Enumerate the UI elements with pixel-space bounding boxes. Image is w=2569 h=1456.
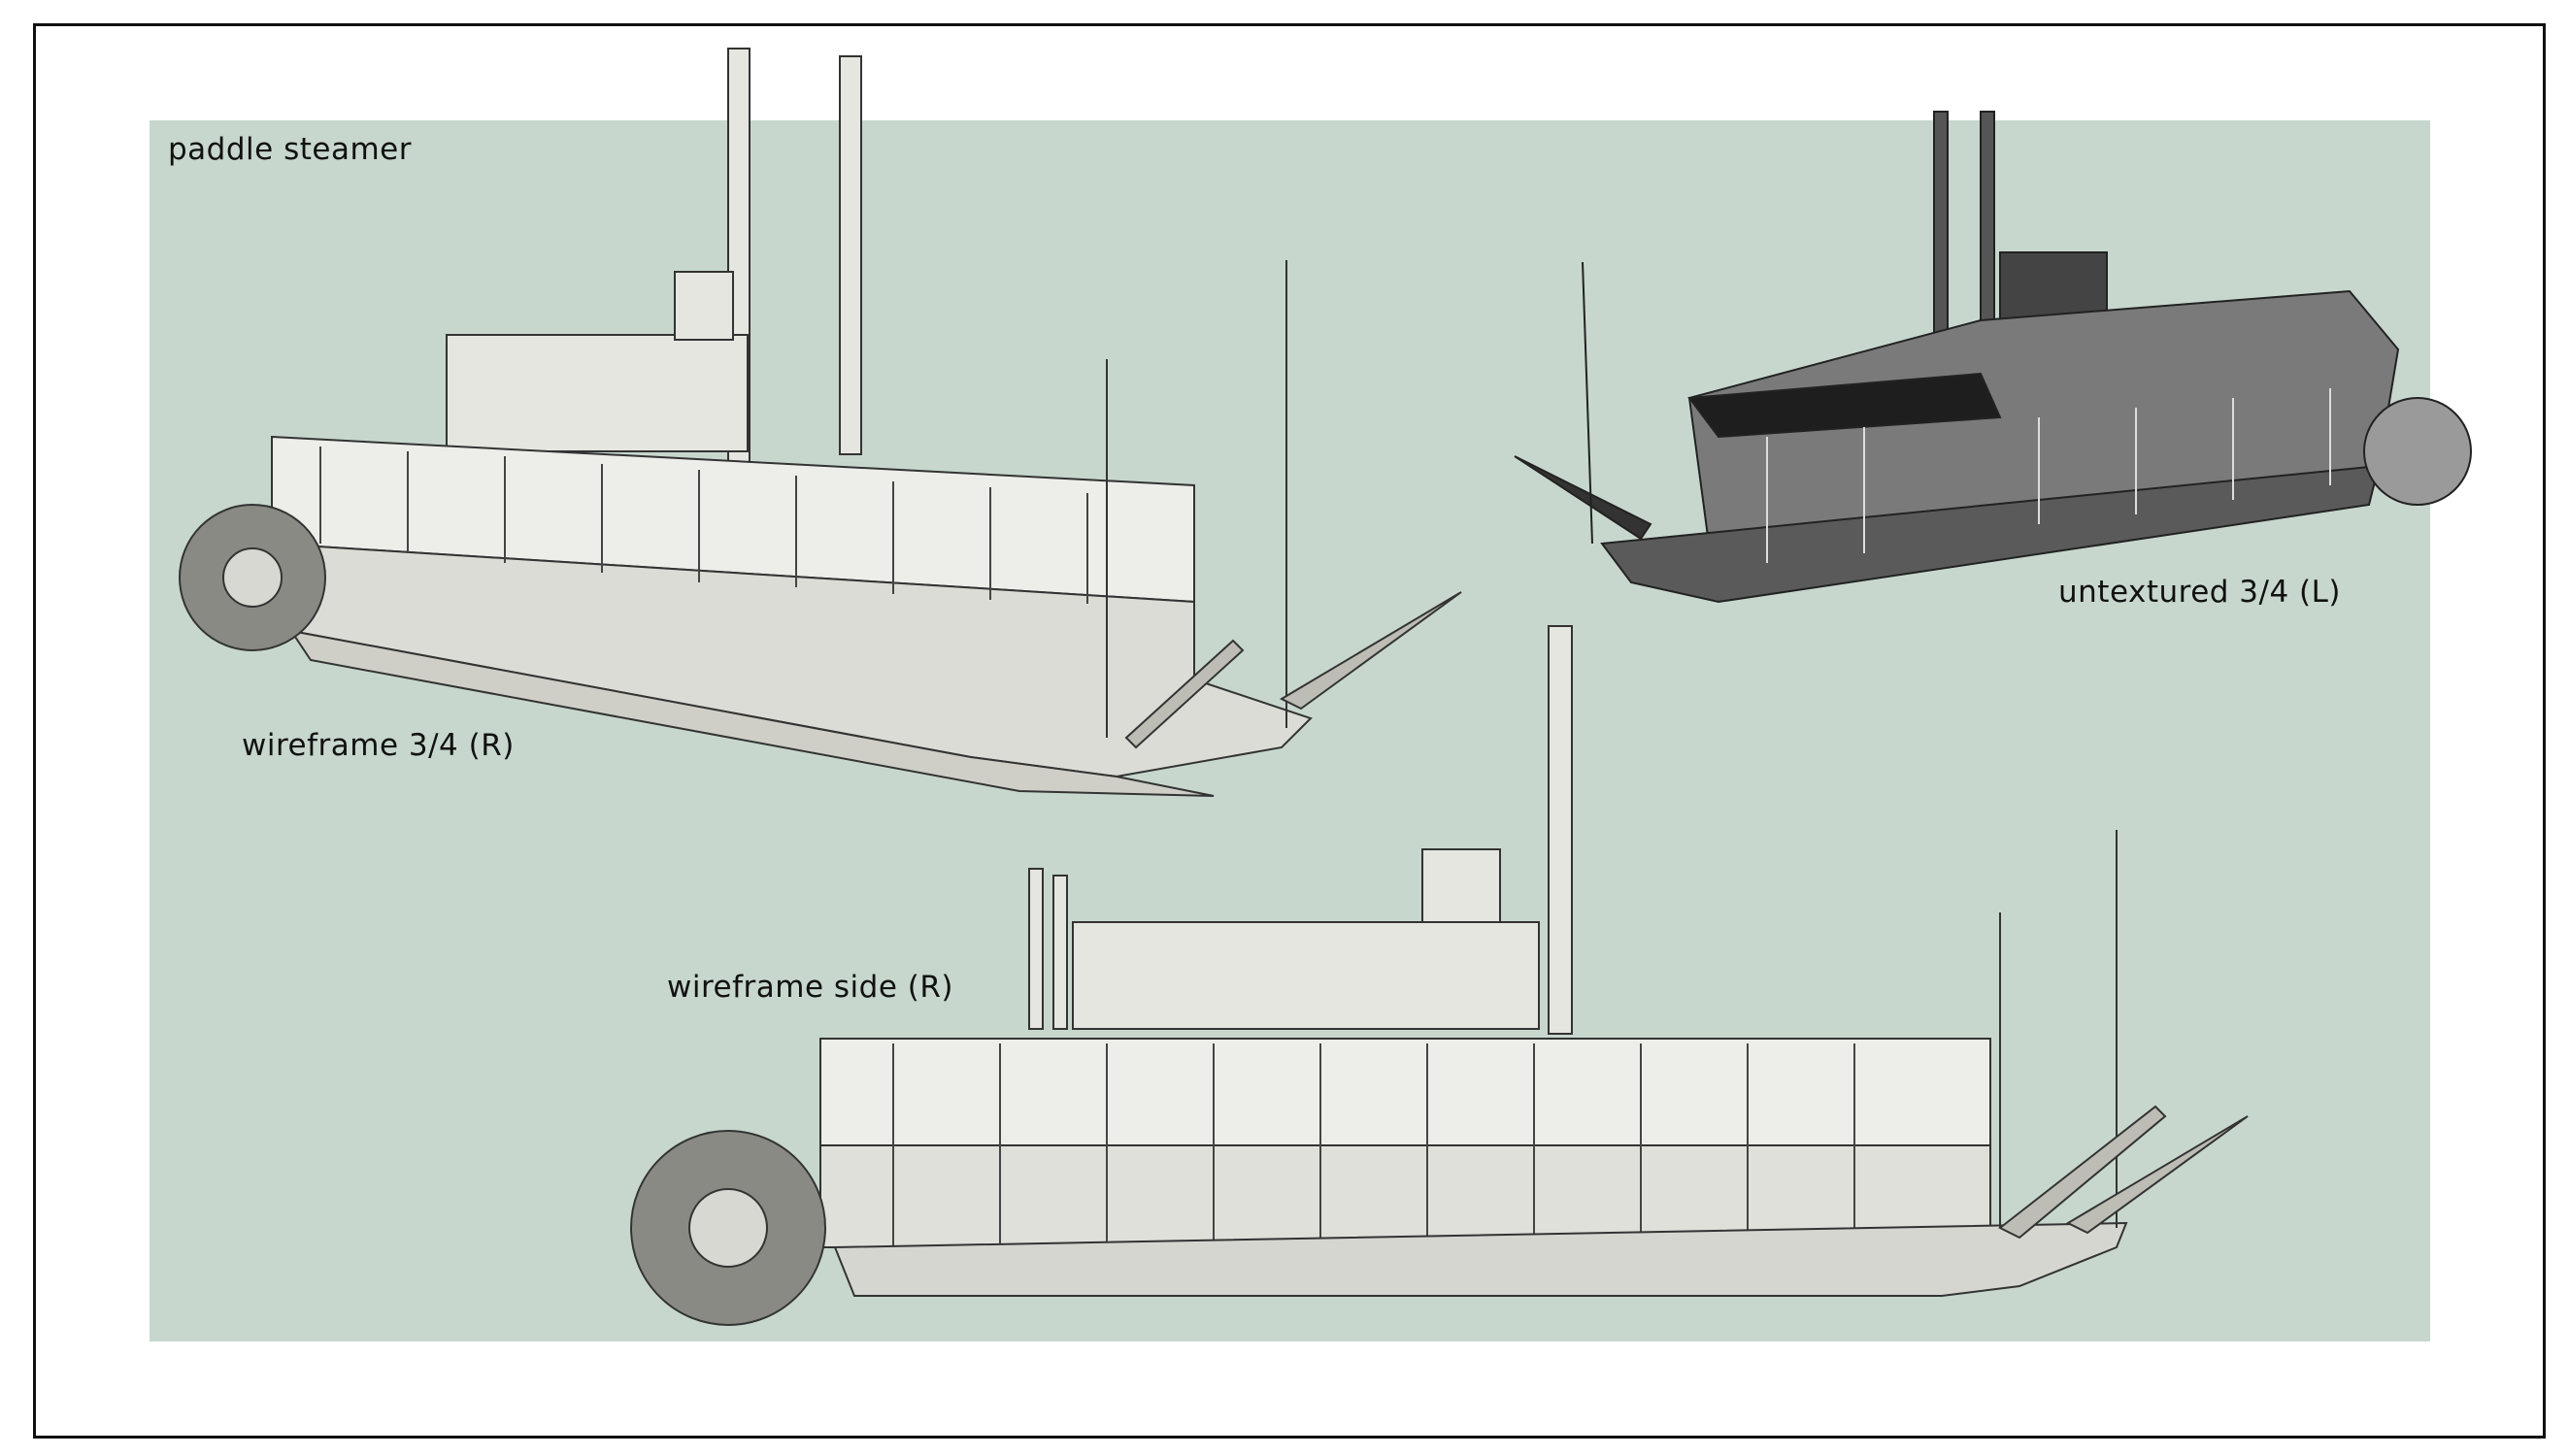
cabin [1072,921,1540,1030]
sheet-title: paddle steamer [168,132,412,167]
view-label-wireframe-side-r: wireframe side (R) [667,970,953,1005]
paddle-wheel [2363,397,2472,506]
boat-wireframe-34-r [179,48,1462,797]
sheet-border [33,23,2546,1439]
smokestack [839,55,862,455]
view-label-wireframe-34-r: wireframe 3/4 (R) [242,728,515,763]
boat-untextured-34-l [1514,111,2472,604]
smokestack [1548,625,1573,1035]
view-label-untextured-34-l: untextured 3/4 (L) [2058,575,2341,610]
boat-wireframe-side-r [630,625,2249,1326]
cabin [446,334,749,452]
